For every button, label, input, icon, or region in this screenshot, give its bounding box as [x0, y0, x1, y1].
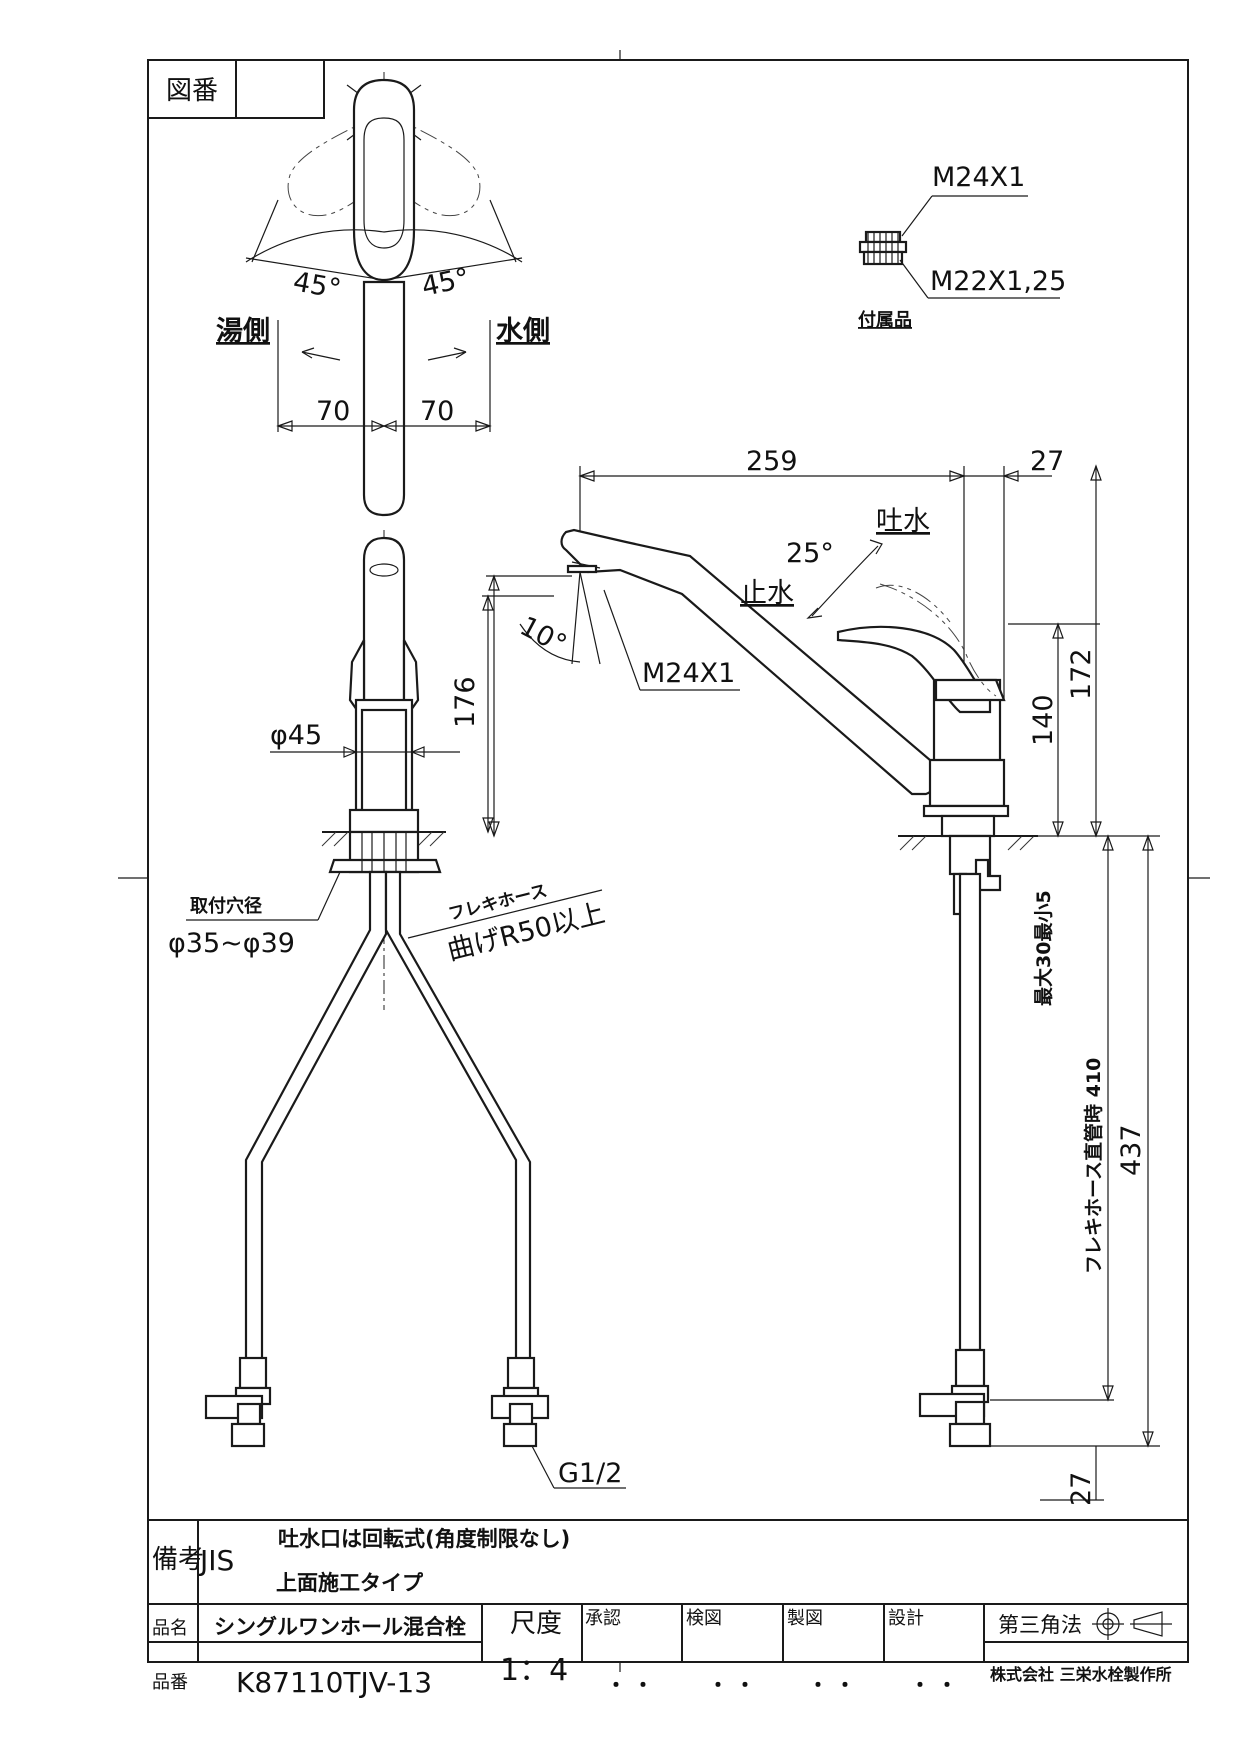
dim-height-176: 176 — [450, 676, 481, 728]
front-view — [186, 530, 626, 1489]
dim-172: 172 — [1066, 648, 1097, 700]
top-view — [245, 72, 523, 517]
spout-angle-25: 25° — [786, 538, 834, 569]
hose-straight-length: フレキホース直管時 410 — [1082, 1058, 1105, 1274]
product-name-label: 品名 — [152, 1618, 188, 1639]
dim-hot-70: 70 — [316, 396, 350, 427]
dim-cold-70: 70 — [420, 396, 454, 427]
aerator-thread: M24X1 — [642, 658, 735, 689]
mount-hole-value: φ35~φ39 — [168, 928, 295, 959]
product-name: シングルワンホール混合栓 — [214, 1615, 466, 1639]
accessory-adapter — [858, 195, 1060, 299]
counter-thickness: 最大30最小5 — [1032, 890, 1055, 1006]
design-label: 設計 — [888, 1608, 924, 1629]
cold-side-label: 水側 — [496, 316, 550, 347]
check-label: 検図 — [686, 1608, 722, 1629]
remarks-label: 備考 — [152, 1545, 204, 1575]
spout-on-label: 吐水 — [876, 506, 930, 537]
aerator-angle-10: 10° — [515, 611, 572, 661]
drawn-label: 製図 — [787, 1608, 823, 1629]
spout-off-label: 止水 — [740, 578, 794, 609]
dim-437: 437 — [1116, 1124, 1147, 1176]
hot-side-label: 湯側 — [216, 316, 270, 347]
third-angle-projection-icon — [1092, 1608, 1172, 1640]
mount-hole-label: 取付穴径 — [190, 895, 262, 917]
note-rotating-spout: 吐水口は回転式(角度制限なし) — [278, 1527, 570, 1551]
approval-label: 承認 — [585, 1608, 621, 1629]
approval-date: ・ ・ — [606, 1673, 653, 1697]
connection-thread: G1/2 — [558, 1458, 622, 1489]
remarks-standard: JIS — [198, 1544, 234, 1577]
product-code: K87110TJV-13 — [236, 1666, 432, 1699]
title-block — [148, 1519, 1188, 1662]
drawn-date: ・ ・ — [808, 1673, 855, 1697]
accessory-thread-bottom: M22X1,25 — [930, 266, 1066, 297]
side-view — [486, 464, 1160, 1501]
dim-reach-259: 259 — [746, 446, 798, 477]
note-top-mount: 上面施工タイプ — [276, 1571, 424, 1595]
company-name: 株式会社 三栄水栓製作所 — [990, 1665, 1172, 1684]
check-date: ・ ・ — [708, 1673, 755, 1697]
accessory-label: 付属品 — [858, 309, 912, 331]
design-date: ・ ・ — [910, 1673, 957, 1697]
drawing-frame — [118, 50, 1210, 1672]
scale-value: 1：4 — [500, 1653, 568, 1688]
dim-diameter-45: φ45 — [270, 720, 322, 751]
dim-140: 140 — [1028, 694, 1059, 746]
product-code-label: 品番 — [152, 1672, 188, 1693]
dim-27-bottom: 27 — [1066, 1472, 1097, 1506]
drawing-no-label: 図番 — [166, 76, 218, 106]
accessory-thread-top: M24X1 — [932, 162, 1025, 193]
projection-label: 第三角法 — [998, 1613, 1082, 1637]
scale-label: 尺度 — [510, 1609, 562, 1639]
top-angle-cold: 45° — [419, 263, 472, 303]
dim-body-27: 27 — [1030, 446, 1064, 477]
